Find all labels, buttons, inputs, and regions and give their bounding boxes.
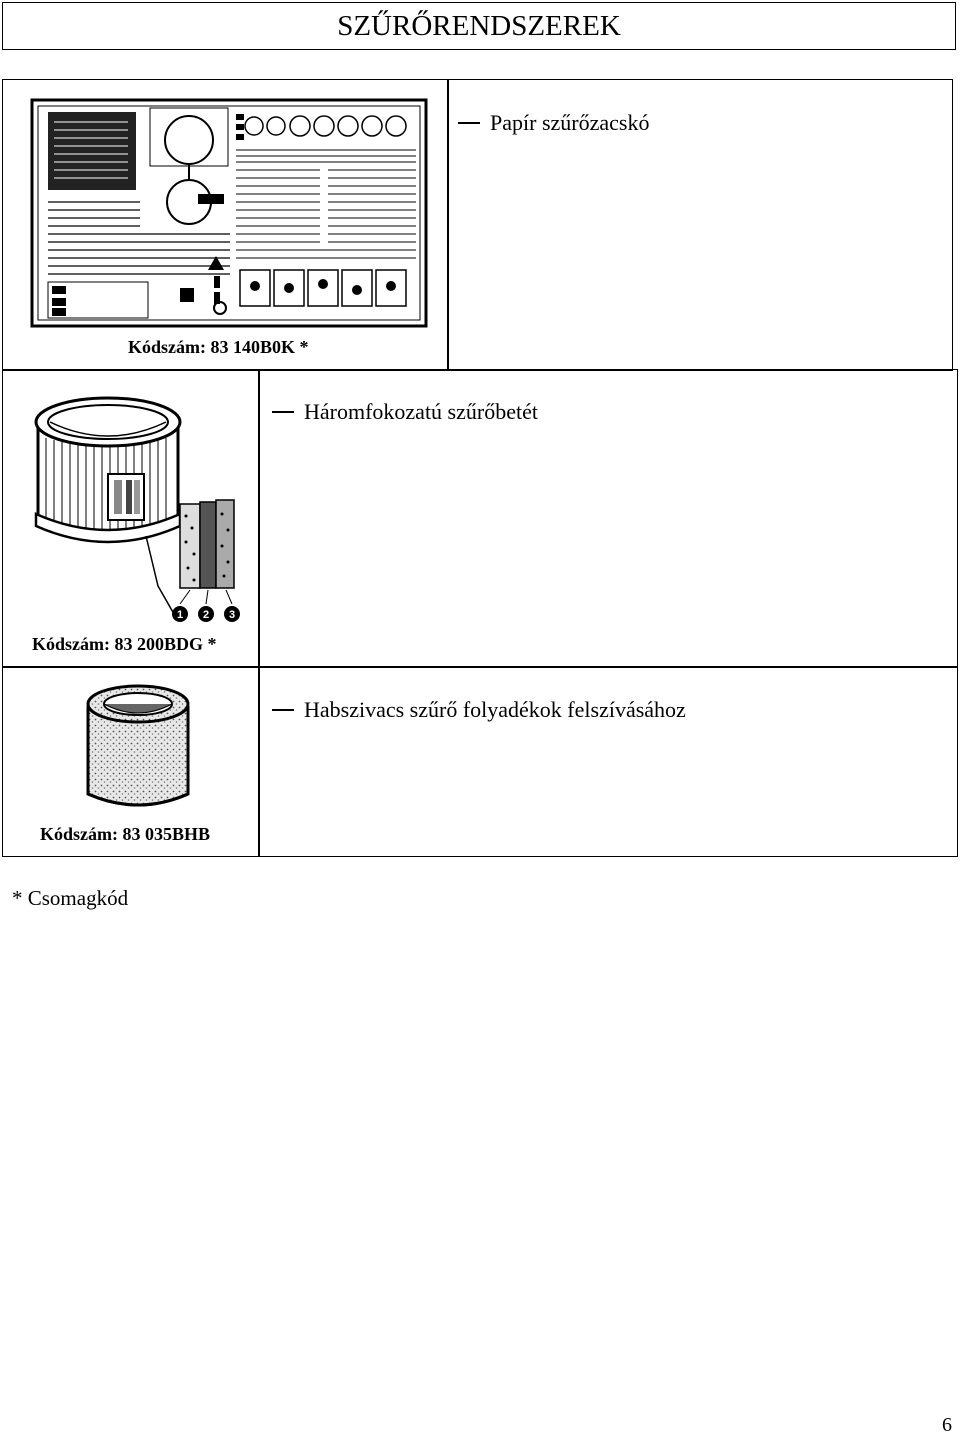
divider-line bbox=[258, 666, 260, 857]
product-name-cartridge: Háromfokozatú szűrőbetét bbox=[272, 399, 538, 425]
page-number: 6 bbox=[942, 1414, 952, 1436]
product-code-paper-bag: Kódszám: 83 140B0K * bbox=[128, 337, 309, 357]
product-name-paper-bag: Papír szűrőzacskó bbox=[458, 110, 649, 136]
product-code-cartridge: Kódszám: 83 200BDG * bbox=[32, 634, 217, 654]
filter-cartridge-illustration: 1 2 3 bbox=[34, 396, 240, 622]
page-title: SZŰRŐRENDSZEREK bbox=[2, 2, 956, 50]
product-code-foam-filter: Kódszám: 83 035BHB bbox=[40, 824, 211, 844]
paper-bag-illustration bbox=[30, 98, 428, 328]
footnote: * Csomagkód bbox=[12, 886, 129, 910]
product-row-cartridge bbox=[2, 369, 958, 668]
bullet-dash bbox=[458, 122, 480, 124]
product-image-cell-paper-bag bbox=[2, 79, 449, 371]
layer-label-2: 2 bbox=[203, 609, 209, 621]
product-name-foam-filter: Habszivacs szűrő folyadékok felszívásáho… bbox=[272, 697, 686, 723]
foam-filter-illustration bbox=[86, 684, 190, 807]
product-row-foam-filter bbox=[2, 666, 958, 857]
divider-line bbox=[447, 79, 449, 371]
bullet-dash bbox=[272, 709, 294, 711]
bullet-dash bbox=[272, 411, 294, 413]
layer-label-1: 1 bbox=[177, 609, 183, 621]
layer-label-3: 3 bbox=[229, 609, 235, 621]
divider-line bbox=[258, 369, 260, 668]
